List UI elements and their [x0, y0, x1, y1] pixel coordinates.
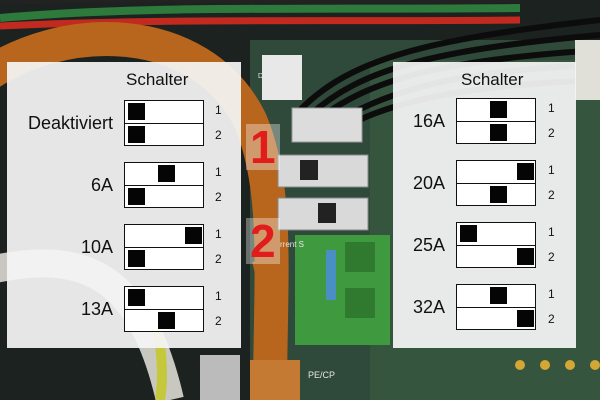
switch-1-knob: [128, 289, 145, 306]
switch-setting-row: 32A 1 2: [393, 282, 576, 332]
board-label-pe-cp: PE/CP: [308, 370, 335, 380]
switch-number-1: 1: [548, 101, 555, 115]
current-setting-label: 10A: [80, 237, 113, 257]
current-setting-label: 32A: [412, 297, 445, 317]
dip-divider: [125, 309, 203, 310]
dip-switch-diagram: [124, 286, 204, 332]
current-setting-label: 20A: [412, 173, 445, 193]
switch-setting-row: 13A 1 2: [7, 284, 241, 334]
switch-number-2: 2: [548, 126, 555, 140]
switch-1-knob: [460, 225, 477, 242]
right-switch-table: Schalter 16A 1 2 20A 1 2 25A 1 2 32A 1 2: [393, 62, 576, 348]
current-setting-label: 6A: [90, 175, 113, 195]
switch-2-knob: [158, 312, 175, 329]
switch-number-2: 2: [548, 312, 555, 326]
switch-number-2: 2: [215, 190, 222, 204]
switch-number-2: 2: [215, 128, 222, 142]
switch-setting-row: 10A 1 2: [7, 222, 241, 272]
switch-1-knob: [490, 287, 507, 304]
dip-switch-diagram: [124, 162, 204, 208]
switch-2-knob: [128, 250, 145, 267]
switch-number-2: 2: [548, 250, 555, 264]
switch-2-knob: [128, 126, 145, 143]
switch-1-knob: [128, 103, 145, 120]
switch-2-knob: [128, 188, 145, 205]
dip-divider: [125, 185, 203, 186]
dip-divider: [125, 247, 203, 248]
dip-divider: [457, 307, 535, 308]
switch-setting-row: 25A 1 2: [393, 220, 576, 270]
switch-1-marker: 1: [246, 124, 280, 170]
switch-2-knob: [517, 248, 534, 265]
dip-switch-diagram: [124, 100, 204, 146]
switch-number-1: 1: [548, 225, 555, 239]
switch-2-knob: [517, 310, 534, 327]
switch-1-knob: [185, 227, 202, 244]
switch-number-1: 1: [215, 289, 222, 303]
switch-1-knob: [517, 163, 534, 180]
board-label-current: rrent S: [280, 240, 304, 249]
dip-divider: [457, 245, 535, 246]
switch-number-1: 1: [215, 103, 222, 117]
dip-switch-diagram: [456, 284, 536, 330]
board-label-dc: DC: [258, 73, 268, 80]
dip-switch-diagram: [456, 222, 536, 268]
switch-number-2: 2: [215, 314, 222, 328]
switch-number-1: 1: [215, 227, 222, 241]
current-setting-label: Deaktiviert: [27, 113, 113, 133]
dip-divider: [457, 121, 535, 122]
switch-2-marker: 2: [246, 218, 280, 264]
left-table-title: Schalter: [126, 70, 189, 89]
switch-2-knob: [490, 124, 507, 141]
switch-setting-row: 6A 1 2: [7, 160, 241, 210]
current-setting-label: 16A: [412, 111, 445, 131]
switch-setting-row: 16A 1 2: [393, 96, 576, 146]
dip-switch-diagram: [456, 160, 536, 206]
switch-number-2: 2: [215, 252, 222, 266]
switch-number-1: 1: [215, 165, 222, 179]
switch-setting-row: 20A 1 2: [393, 158, 576, 208]
switch-2-knob: [490, 186, 507, 203]
current-setting-label: 13A: [80, 299, 113, 319]
dip-divider: [457, 183, 535, 184]
dip-divider: [125, 123, 203, 124]
switch-setting-row: Deaktiviert 1 2: [7, 98, 241, 148]
left-switch-table: Schalter Deaktiviert 1 2 6A 1 2 10A 1 2 13A 1 2: [7, 62, 241, 348]
switch-number-1: 1: [548, 163, 555, 177]
switch-number-1: 1: [548, 287, 555, 301]
switch-number-2: 2: [548, 188, 555, 202]
switch-1-knob: [490, 101, 507, 118]
current-setting-label: 25A: [412, 235, 445, 255]
switch-1-knob: [158, 165, 175, 182]
dip-switch-diagram: [124, 224, 204, 270]
right-table-title: Schalter: [461, 70, 524, 89]
dip-switch-diagram: [456, 98, 536, 144]
